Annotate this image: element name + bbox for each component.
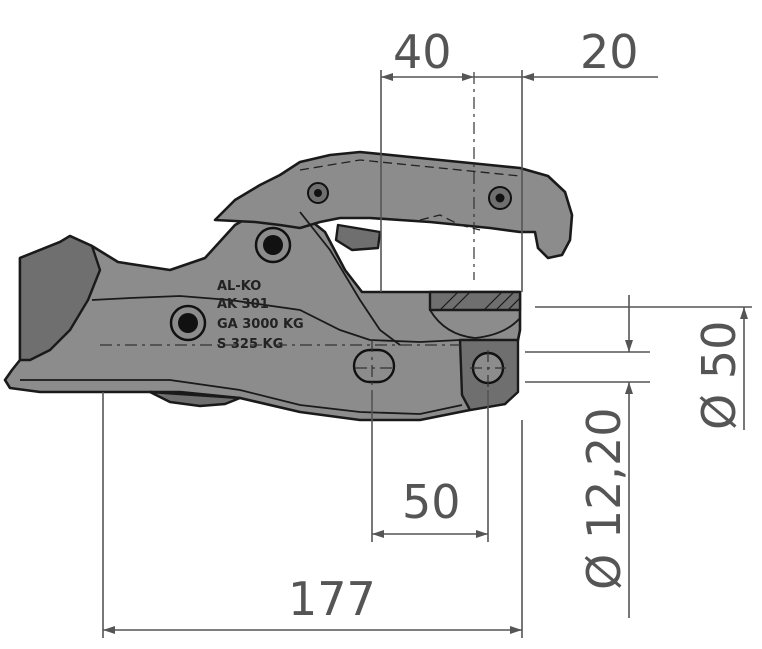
holes (169, 182, 512, 385)
dimension-lines (102, 70, 752, 638)
body-edge-upper (91, 295, 461, 343)
marking-line3: GA 3000 KG (217, 317, 304, 332)
dim-hole-diameter-label: Ø 12,20 (577, 407, 631, 590)
release-handle (213, 150, 574, 260)
body-edge-inner (299, 211, 401, 346)
dim-40-label: 40 (393, 25, 452, 79)
dim-20-label: 20 (580, 25, 639, 79)
marking-line2: AK 301 (217, 297, 269, 312)
underside-lip (148, 390, 242, 408)
ball-outline (429, 309, 521, 339)
marking-line1: AL-KO (217, 279, 261, 294)
part-marking: AL-KO AK 301 GA 3000 KG S 325 KG (217, 279, 304, 352)
body-edge-lower (20, 379, 463, 415)
dim-177-label: 177 (288, 572, 376, 626)
handle-clip (334, 223, 382, 252)
hatch-lines (439, 291, 521, 311)
hidden-lines (299, 159, 521, 231)
slot-hole (352, 348, 396, 384)
center-lines (100, 72, 506, 400)
front-jaw (18, 234, 102, 362)
dim-50-label: 50 (402, 475, 461, 529)
dimension-labels: 40 20 50 177 Ø 50 Ø 12,20 (288, 25, 746, 626)
dim-ball-diameter-label: Ø 50 (692, 321, 746, 430)
